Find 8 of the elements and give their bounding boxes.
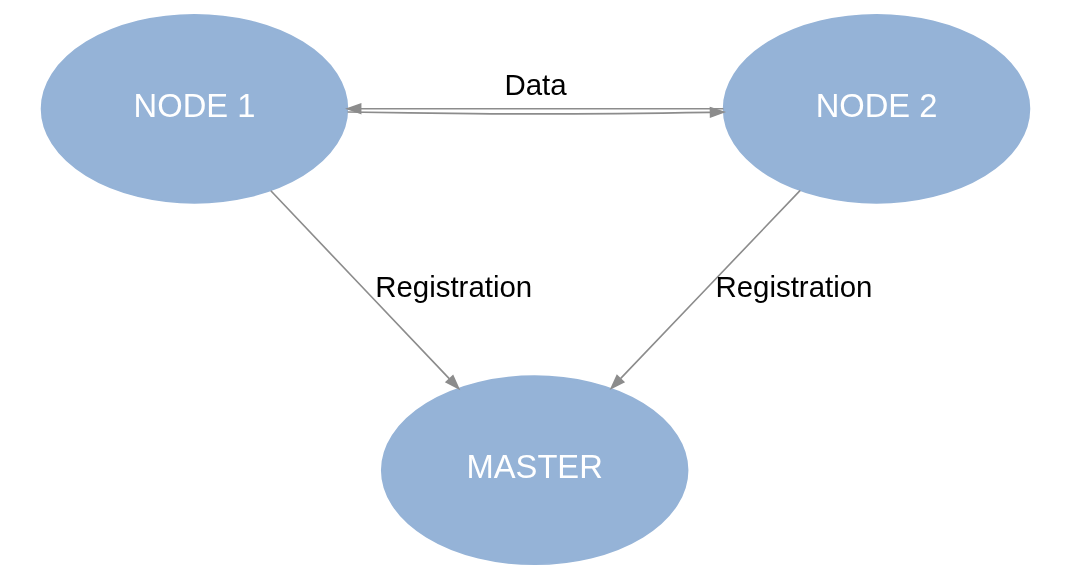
arrow [269,189,460,391]
arrow [609,189,801,391]
arrow [344,103,724,115]
edge-label: Registration [714,269,872,303]
edge-label: Data [503,67,567,101]
edge-label: Registration [374,269,532,303]
node-ellipse: NODE 1 [40,13,348,204]
node-ellipse: NODE 2 [722,13,1030,204]
